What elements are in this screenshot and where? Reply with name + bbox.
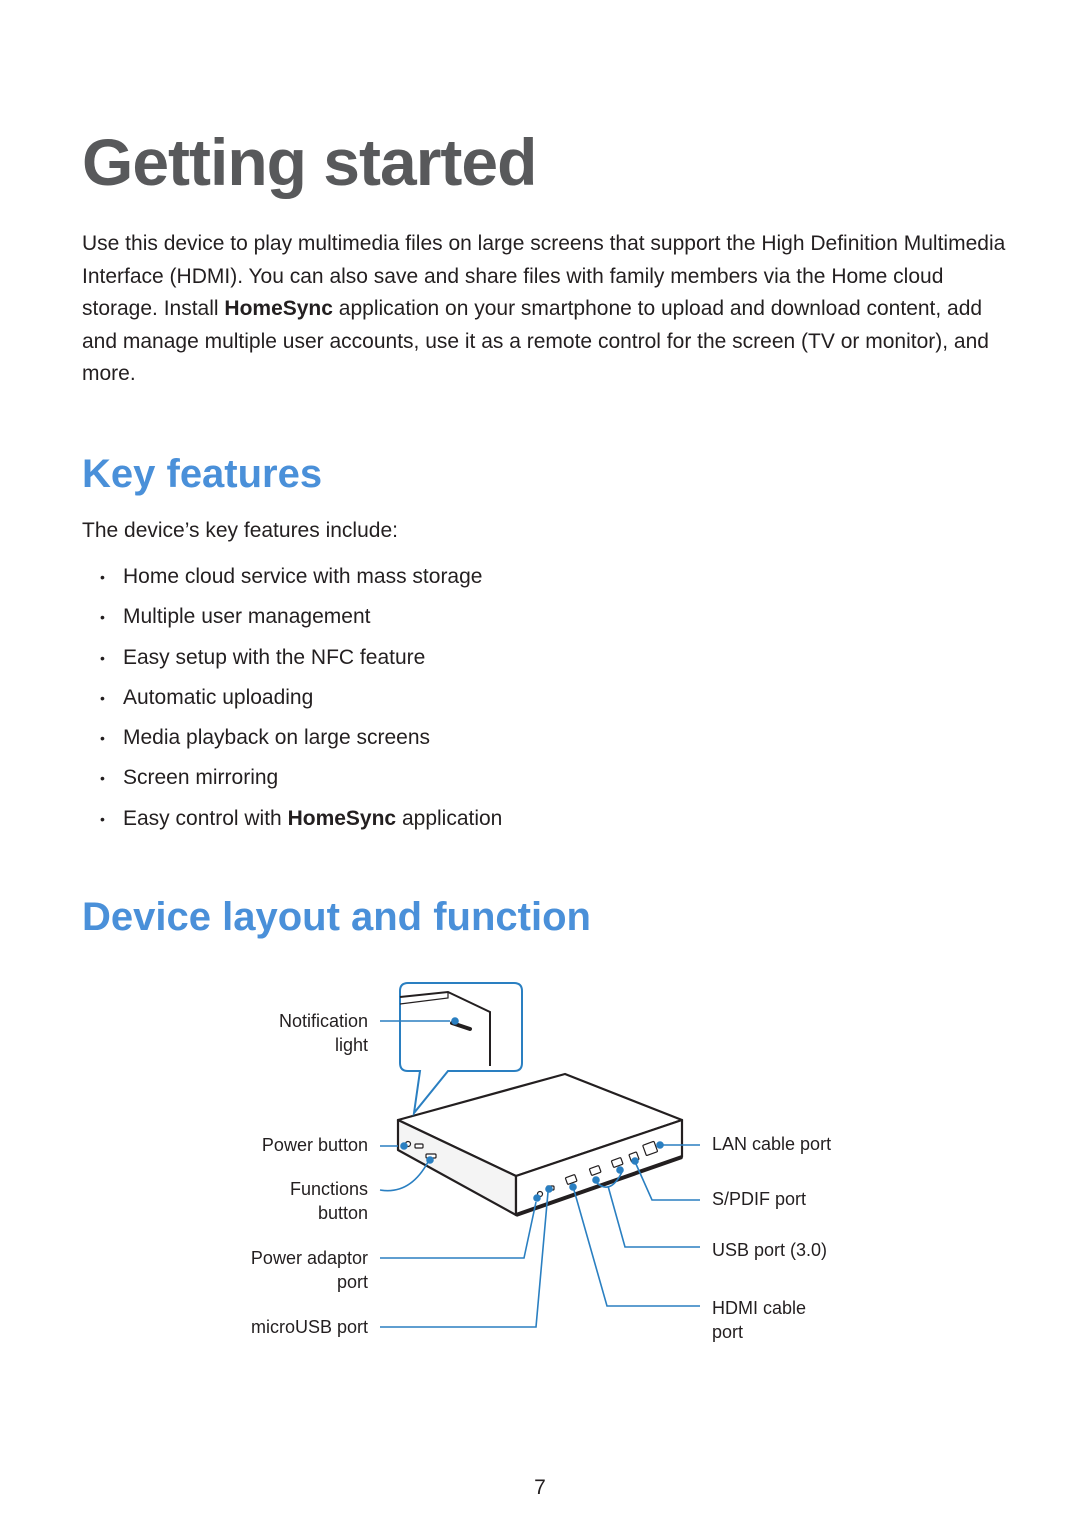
label-lan-cable-port: LAN cable port xyxy=(712,1134,832,1154)
list-item: • Automatic uploading xyxy=(100,681,502,721)
list-item: • Easy control with HomeSync application xyxy=(100,802,502,842)
bullet-icon: • xyxy=(100,649,105,666)
bullet-icon: • xyxy=(100,730,105,747)
label-notification-light: Notification light xyxy=(278,1011,368,1055)
label-microusb-port: microUSB port xyxy=(250,1317,368,1337)
feature-text: Media playback on large screens xyxy=(123,726,431,750)
list-item: • Home cloud service with mass storage xyxy=(100,560,502,600)
list-item: • Easy setup with the NFC feature xyxy=(100,641,502,681)
key-features-list: • Home cloud service with mass storage • M… xyxy=(100,560,502,842)
feature-text: Home cloud service with mass storage xyxy=(123,565,483,588)
device-diagram xyxy=(379,982,700,1328)
list-item: • Multiple user management xyxy=(100,600,502,640)
key-features-heading: Key features xyxy=(82,452,323,496)
feature-text-prefix: Easy control with xyxy=(123,806,288,830)
feature-text-suffix: application xyxy=(396,806,503,830)
label-spdif-port: S/PDIF port xyxy=(712,1189,807,1209)
feature-text: Automatic uploading xyxy=(123,685,314,709)
bullet-icon: • xyxy=(100,569,105,585)
callout-lines xyxy=(379,1017,700,1328)
feature-app-name: HomeSync xyxy=(287,806,397,830)
device-layout-heading: Device layout and function xyxy=(82,895,591,939)
label-functions-button: Functions button xyxy=(289,1179,368,1223)
intro-text-2: application on your smartphone to upload… xyxy=(82,297,989,386)
label-power-adaptor-port: Power adaptor port xyxy=(250,1248,368,1292)
intro-text-1: Use this device to play multimedia files… xyxy=(82,232,1006,321)
label-usb-port: USB port (3.0) xyxy=(712,1240,828,1260)
device-illustration xyxy=(396,1072,684,1217)
list-item: • Media playback on large screens xyxy=(100,721,502,761)
bullet-icon: • xyxy=(100,609,105,626)
intro-app-name: HomeSync xyxy=(224,297,333,321)
intro-paragraph: Use this device to play multimedia files… xyxy=(82,228,1012,391)
bullet-icon: • xyxy=(100,689,105,706)
feature-text: Easy setup with the NFC feature xyxy=(123,645,426,669)
feature-text: Screen mirroring xyxy=(123,766,279,790)
key-features-intro: The device’s key features include: xyxy=(82,519,398,542)
bullet-icon: • xyxy=(100,810,105,827)
bullet-icon: • xyxy=(100,770,105,787)
feature-text: Multiple user management xyxy=(123,605,371,629)
page-number: 7 xyxy=(534,1476,546,1499)
page-title: Getting started xyxy=(82,125,537,199)
label-power-button: Power button xyxy=(261,1135,368,1155)
list-item: • Screen mirroring xyxy=(100,761,502,801)
label-hdmi-cable-port: HDMI cable port xyxy=(712,1298,807,1342)
